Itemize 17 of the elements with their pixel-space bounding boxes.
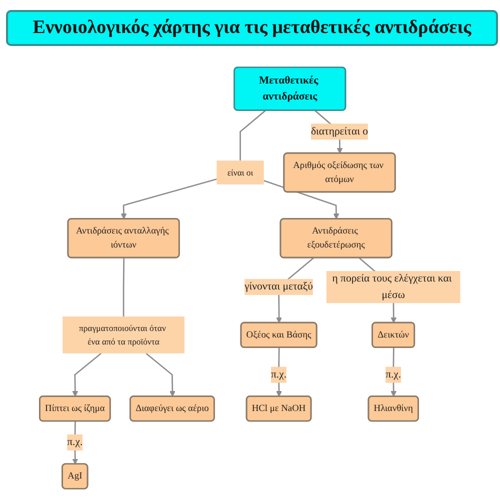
arrow: [276, 348, 282, 397]
edge-label: η πορεία τους ελέγχεται και μέσω: [332, 272, 452, 300]
arrow: [72, 421, 78, 464]
node-box: πραγματοποιούνται όταν ένα από τα προϊόντα: [62, 316, 184, 354]
connector: [122, 258, 125, 316]
edge-label: π.χ.: [386, 368, 402, 380]
edge-label: π.χ.: [67, 436, 83, 448]
node-box: είναι οι: [216, 160, 264, 184]
edge-label: π.χ.: [270, 368, 287, 380]
title: Εννοιολογικός χάρτης για τις μεταθετικές αντιδράσεις: [6, 10, 498, 46]
arrow: [146, 352, 176, 397]
edge-label: γίνονται μεταξύ: [244, 281, 313, 292]
edge-label: διατηρείται ο: [310, 126, 368, 138]
arrow: [120, 178, 217, 220]
arrow: [72, 352, 102, 397]
arrow: [390, 348, 397, 397]
connector: [240, 110, 266, 161]
